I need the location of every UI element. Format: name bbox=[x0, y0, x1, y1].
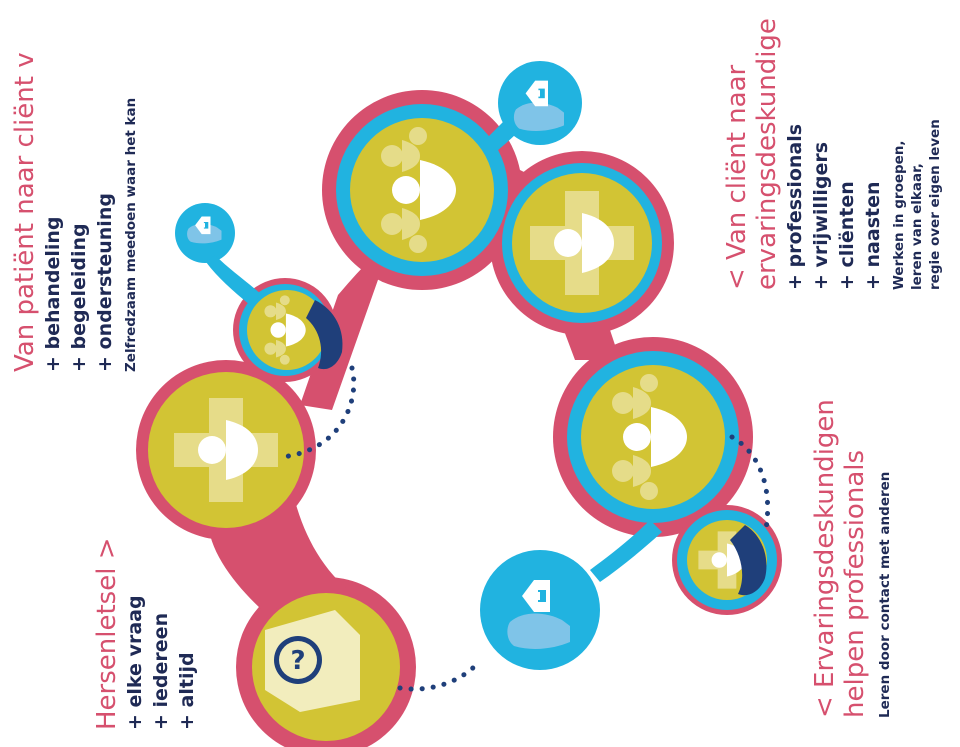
patient-note: Zelfredzaam meedoen waar het kan bbox=[123, 97, 139, 372]
hand-icon bbox=[730, 525, 767, 596]
list-item: + professionals bbox=[784, 123, 806, 290]
list-item: + cliënten bbox=[836, 181, 858, 290]
hersenletsel-block: Hersenletsel > + elke vraag + iedereen +… bbox=[92, 537, 200, 731]
ervaring-title-line2: helpen professionals bbox=[840, 449, 870, 718]
ervaring-title-line1: < Ervaringsdeskundigen bbox=[810, 399, 840, 718]
client-note-line3: regie over eigen leven bbox=[927, 119, 943, 290]
client-note-line2: leren van elkaar, bbox=[909, 163, 925, 290]
ervaring-note: Leren door contact met anderen bbox=[877, 471, 893, 718]
list-item: + elke vraag bbox=[124, 595, 146, 730]
ervaring-block: < Ervaringsdeskundigen helpen profession… bbox=[810, 388, 894, 718]
question-head-icon: ? bbox=[265, 610, 360, 712]
list-item: + ondersteuning bbox=[94, 193, 116, 372]
client-note-line1: Werken in groepen, bbox=[891, 140, 907, 290]
svg-text:?: ? bbox=[290, 646, 305, 676]
list-item: + naasten bbox=[862, 181, 884, 290]
client-title-line2: ervaringsdeskundige bbox=[752, 18, 782, 290]
patient-block: Van patiënt naar cliënt v + behandeling … bbox=[10, 42, 140, 372]
list-item: + altijd bbox=[176, 652, 198, 730]
patient-title: Van patiënt naar cliënt v bbox=[10, 52, 40, 372]
client-block: < Van cliënt naar ervaringsdeskundige + … bbox=[722, 5, 944, 290]
hand-icon bbox=[306, 300, 343, 370]
client-title-line1: < Van cliënt naar bbox=[722, 64, 752, 290]
list-item: + behandeling bbox=[42, 216, 64, 372]
hersenletsel-title: Hersenletsel > bbox=[92, 537, 122, 731]
list-item: + begeleiding bbox=[68, 223, 90, 372]
dotted-connector bbox=[729, 434, 771, 538]
list-item: + vrijwilligers bbox=[810, 141, 832, 290]
dotted-connector bbox=[279, 365, 357, 460]
list-item: + iedereen bbox=[150, 612, 172, 730]
